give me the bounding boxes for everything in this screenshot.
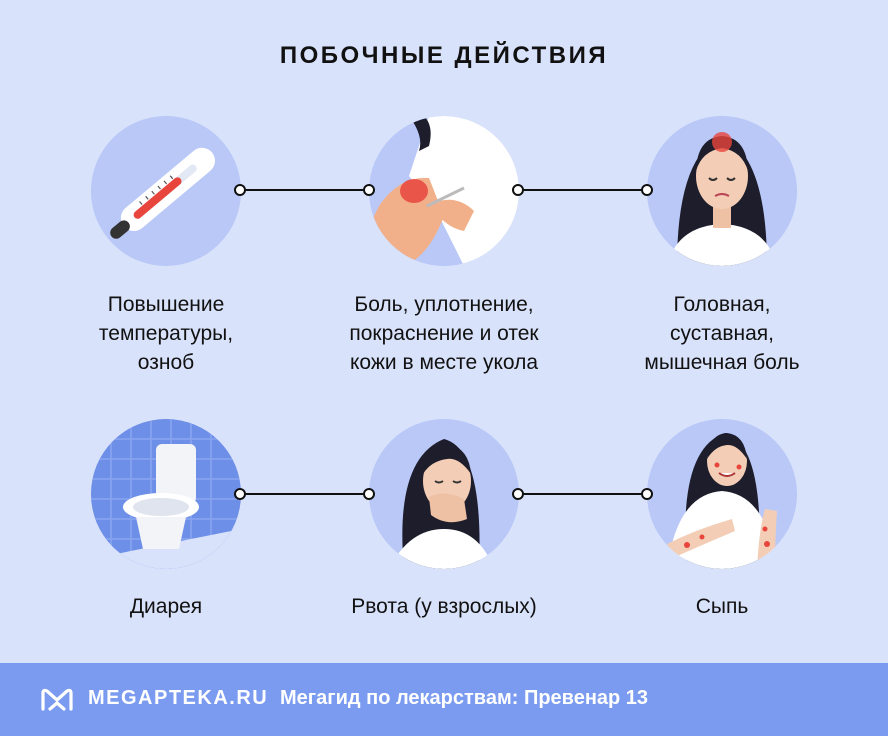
connector-dot [234,488,246,500]
effect-label-injection-site: Боль, уплотнение, покраснение и отек кож… [349,293,539,374]
connector-dot [641,488,653,500]
footer-bar: MEGAPTEKA.RU Мегагид по лекарствам: Прев… [0,663,888,736]
effect-label-rash: Сыпь [695,595,749,618]
connector-dot [363,184,375,196]
rash-icon [647,419,797,569]
thermometer-icon [91,116,241,266]
connector-dot [363,488,375,500]
logo-icon [41,688,73,711]
effect-label-fever: Повышение температуры, озноб [98,293,234,374]
effect-label-diarrhea: Диарея [129,595,203,618]
effect-label-vomiting: Рвота (у взрослых) [351,595,537,618]
headache-icon [647,116,797,266]
injection-site-icon [369,116,519,266]
toilet-icon [91,419,241,569]
connector-line [518,189,647,191]
connector-line [240,493,369,495]
effect-label-pain: Головная, суставная, мышечная боль [644,293,800,374]
connector-dot [512,488,524,500]
nausea-icon [369,419,519,569]
connector-dot [512,184,524,196]
connector-dot [641,184,653,196]
connector-line [240,189,369,191]
connector-dot [234,184,246,196]
footer-tagline: Мегагид по лекарствам: Превенар 13 [280,687,649,709]
brand-name[interactable]: MEGAPTEKA.RU [88,687,269,709]
page-title: ПОБОЧНЫЕ ДЕЙСТВИЯ [279,42,609,69]
connector-line [518,493,647,495]
